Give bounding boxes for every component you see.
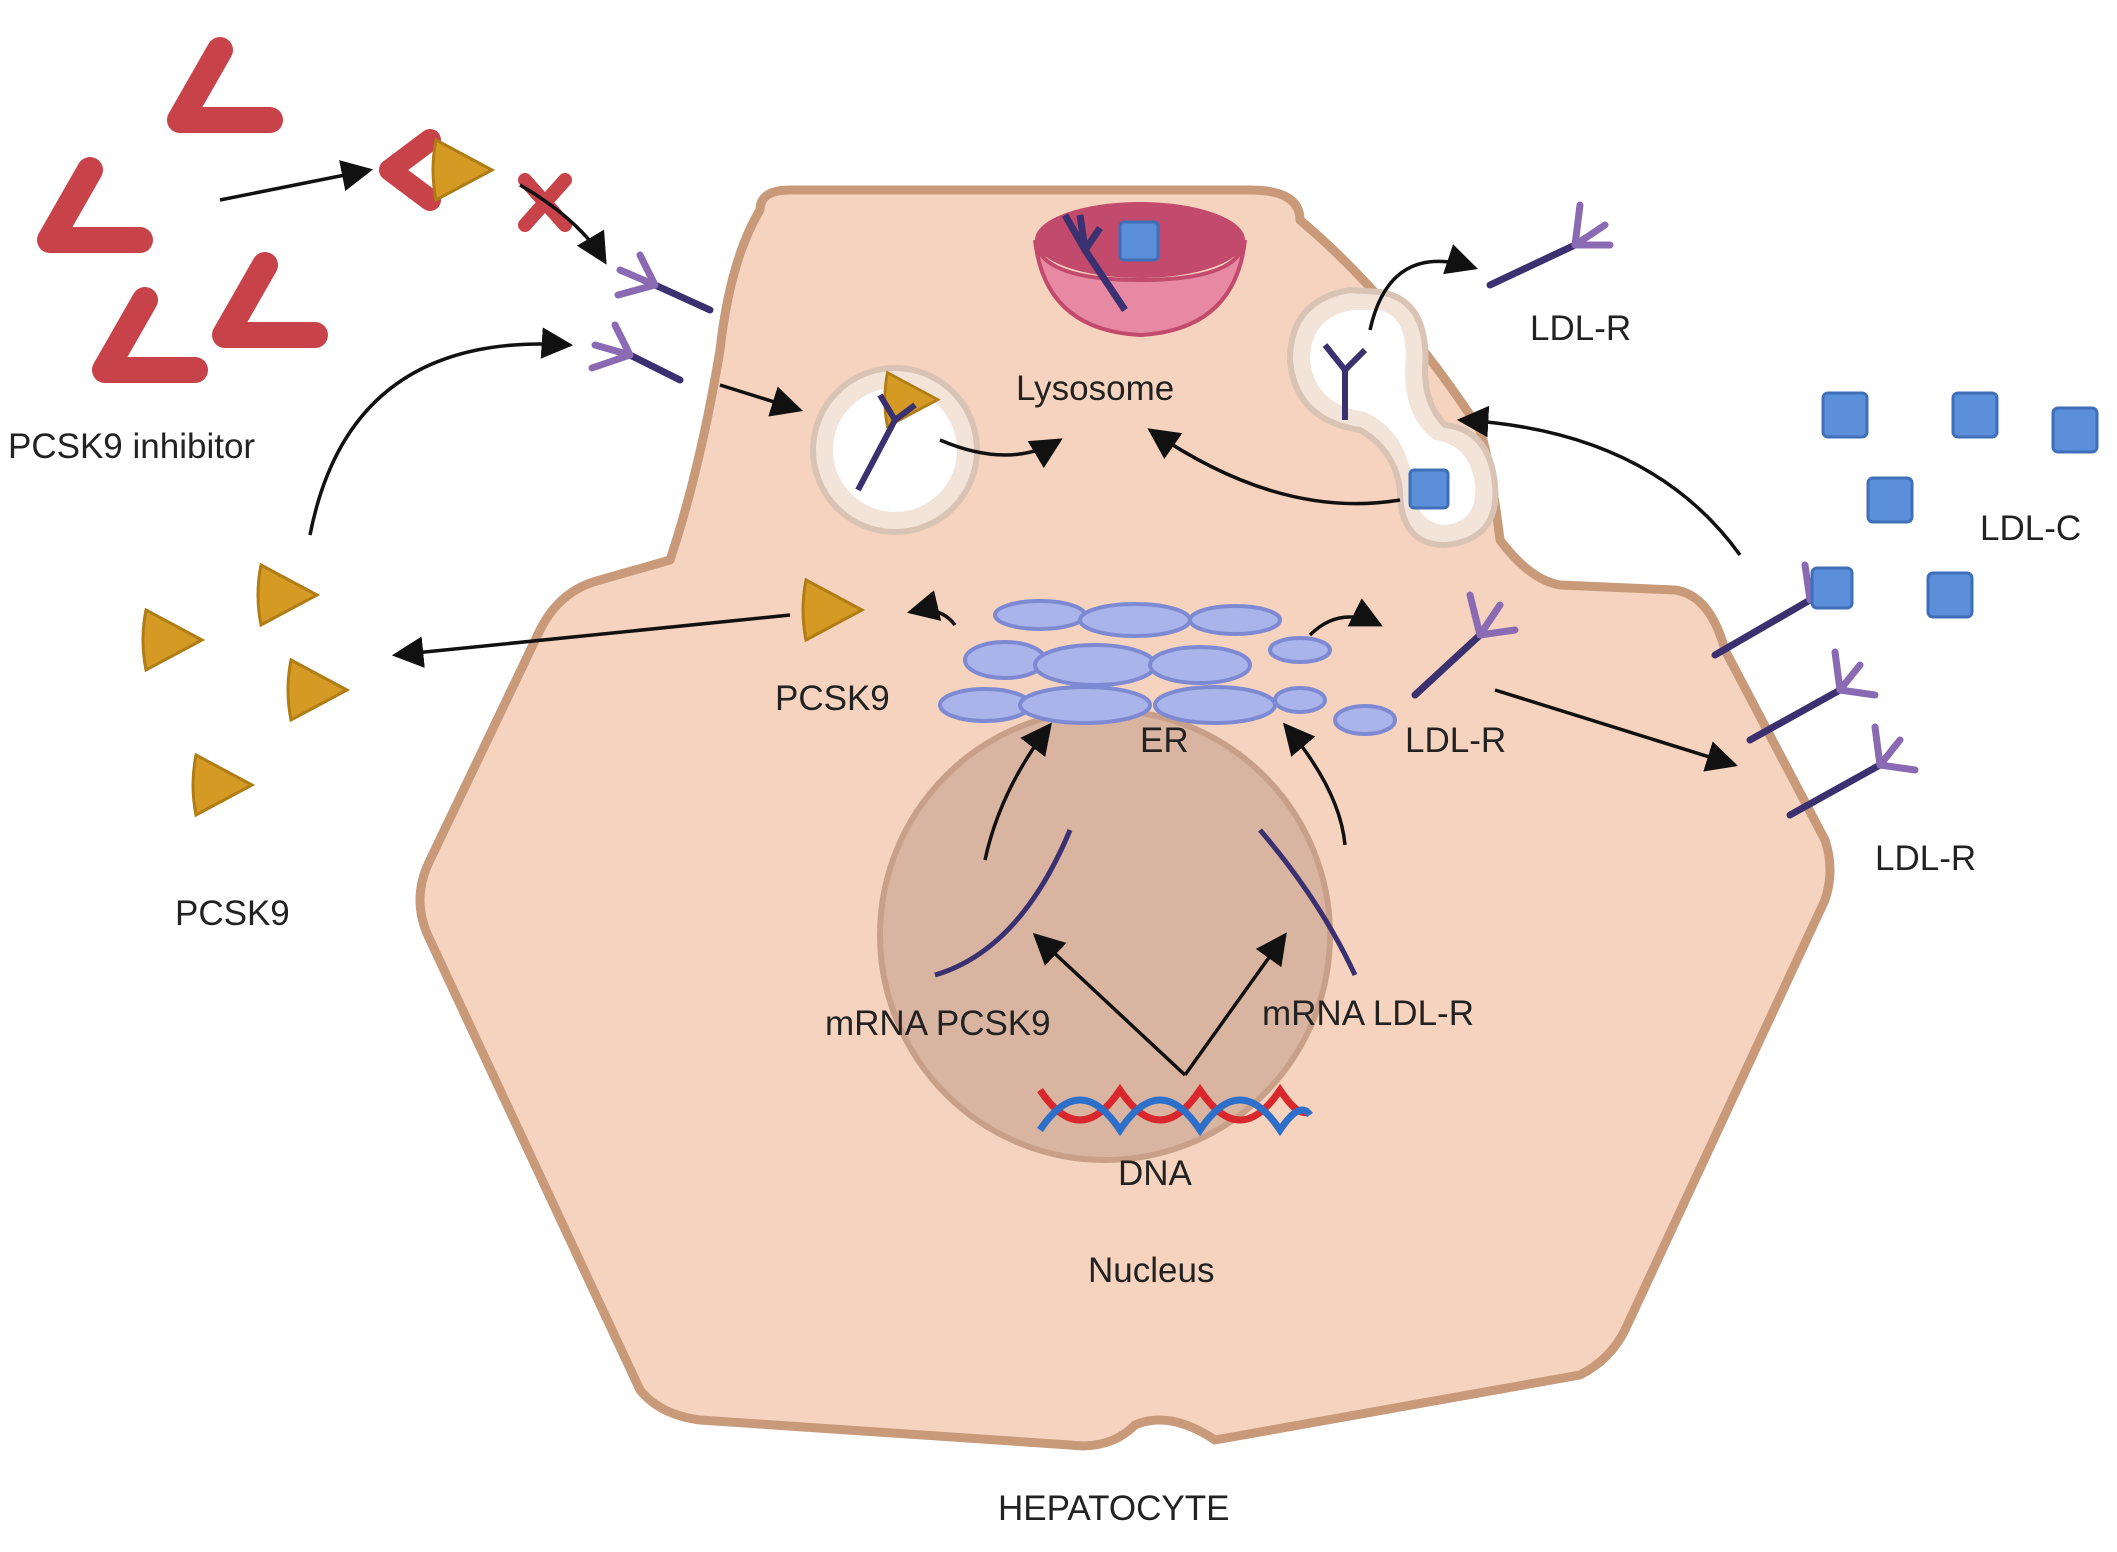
secreted-pcsk9-group bbox=[141, 563, 349, 817]
label-lysosome: Lysosome bbox=[1016, 369, 1174, 408]
label-pcsk9-outside: PCSK9 bbox=[175, 894, 290, 933]
ldlc-in-endosome-icon bbox=[1408, 468, 1450, 510]
label-mrna-pcsk9: mRNA PCSK9 bbox=[825, 1004, 1051, 1043]
endosome-right bbox=[1286, 286, 1499, 549]
label-ldlc: LDL-C bbox=[1980, 509, 2081, 548]
lysosome bbox=[1033, 202, 1247, 338]
label-ldlr-right: LDL-R bbox=[1875, 839, 1976, 878]
mrna-strands bbox=[934, 828, 1358, 978]
label-ldlr-top-right: LDL-R bbox=[1530, 309, 1631, 348]
mrna-ldlr-strand bbox=[1258, 828, 1358, 977]
ldlc-in-lysosome-icon bbox=[1118, 220, 1160, 262]
label-hepatocyte: HEPATOCYTE bbox=[998, 1489, 1229, 1528]
nucleus bbox=[877, 707, 1333, 1163]
ldlc-bound-receptor-icon bbox=[1810, 566, 1854, 610]
label-dna: DNA bbox=[1118, 1154, 1193, 1193]
label-nucleus: Nucleus bbox=[1088, 1251, 1214, 1290]
endoplasmic-reticulum bbox=[938, 599, 1397, 736]
mrna-pcsk9-strand bbox=[934, 829, 1073, 978]
pathway-arrows bbox=[219, 160, 1742, 1077]
label-ldlr-inside: LDL-R bbox=[1405, 721, 1506, 760]
dna-helix-icon bbox=[1037, 1083, 1313, 1137]
pcsk9-inhibitor-group bbox=[50, 50, 494, 370]
ldl-receptors bbox=[588, 201, 1919, 819]
label-mrna-ldlr: mRNA LDL-R bbox=[1262, 994, 1474, 1033]
label-pcsk9-inside: PCSK9 bbox=[775, 679, 890, 718]
endosome-left bbox=[810, 365, 980, 535]
label-er: ER bbox=[1140, 721, 1189, 760]
ldlc-particles bbox=[1821, 391, 2099, 619]
label-pcsk9-inhibitor: PCSK9 inhibitor bbox=[8, 427, 255, 466]
